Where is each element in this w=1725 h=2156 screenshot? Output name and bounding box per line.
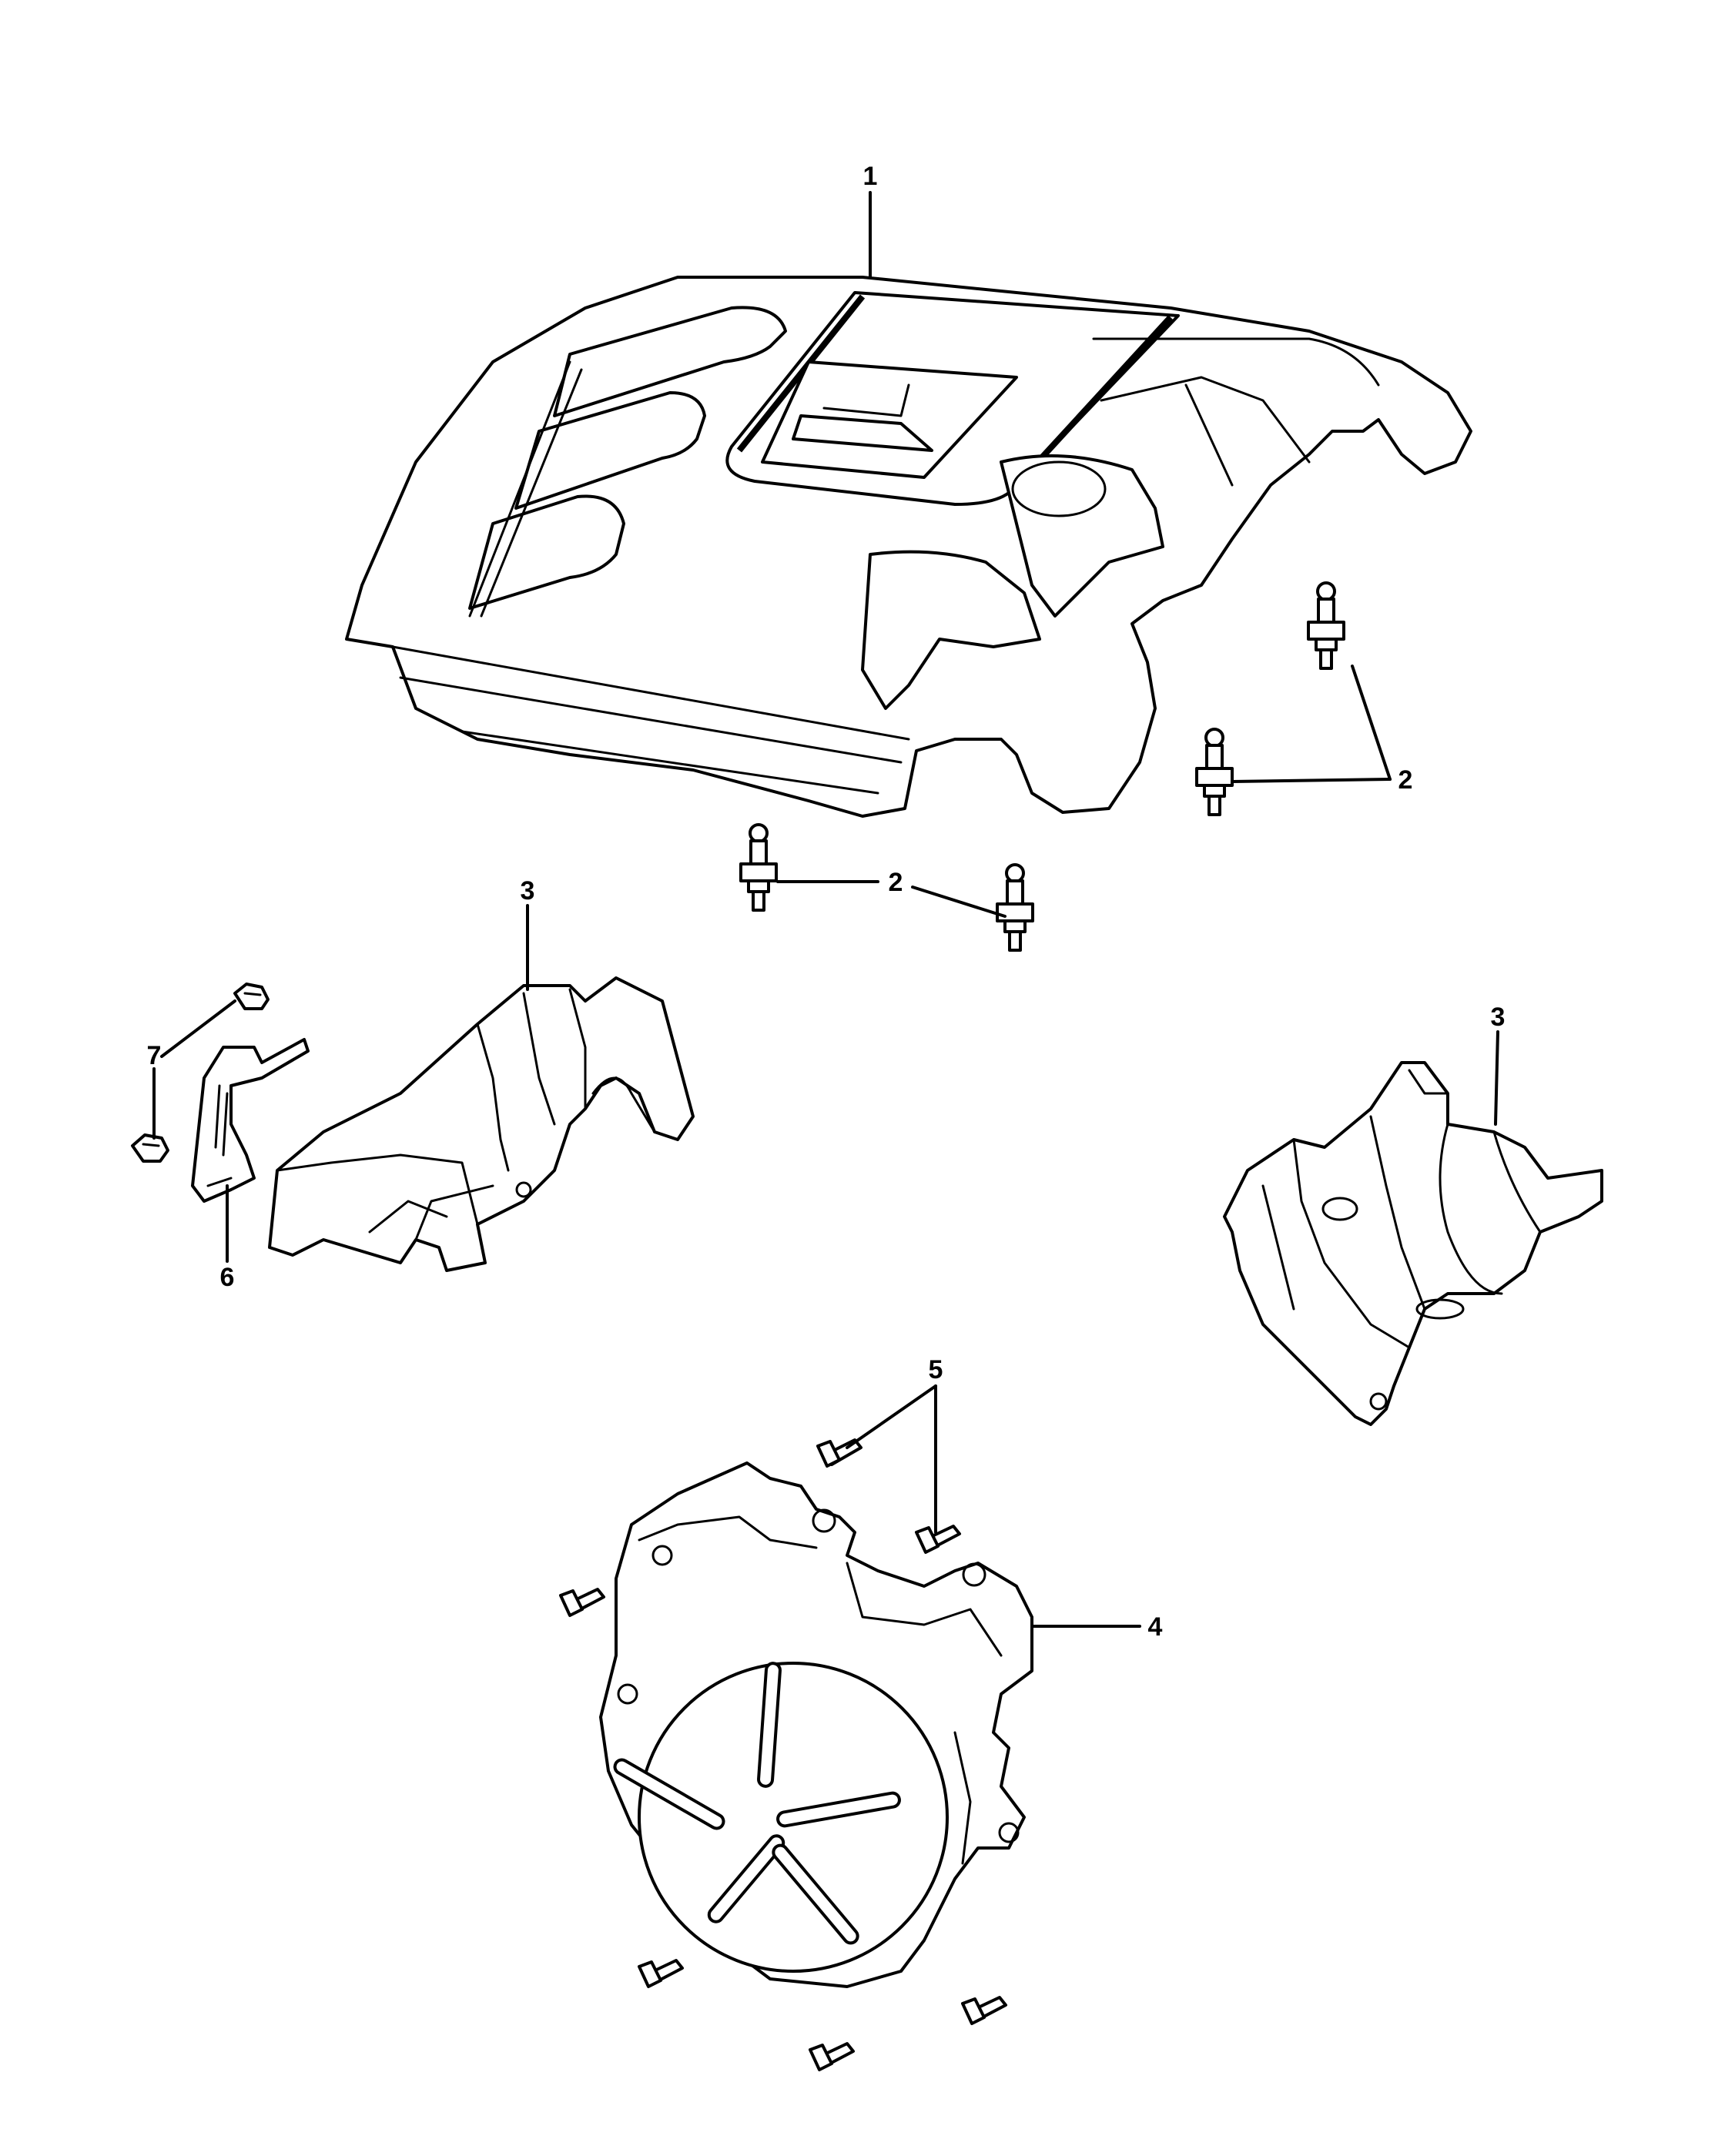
bracket [191,1038,310,1203]
ball-stud-b [996,863,1034,952]
bolt-c [559,1588,605,1617]
callout-1: 1 [863,162,878,191]
leader-lines [152,191,1499,1628]
right-heat-shield [1223,1061,1603,1426]
bolt-b [915,1525,961,1554]
callout-5: 5 [929,1355,943,1384]
front-cover [599,1461,1033,1988]
ball-stud-a [739,823,778,912]
bolt-e [809,2042,855,2071]
nut-b [131,1133,169,1163]
nut-a [233,983,270,1010]
left-heat-shield [268,976,695,1272]
ball-stud-d [1307,581,1345,670]
bolt-f [961,1996,1007,2025]
bolt-d [638,1959,684,1988]
callout-7: 7 [147,1041,162,1070]
ball-stud-c [1195,728,1234,816]
callout-3-right: 3 [1491,1003,1506,1032]
callout-6: 6 [220,1263,235,1292]
callout-2-left: 2 [889,868,903,897]
engine-cover [345,276,1472,818]
callout-4: 4 [1148,1612,1163,1642]
callout-2-right: 2 [1398,765,1413,795]
callout-3-left: 3 [521,876,535,906]
